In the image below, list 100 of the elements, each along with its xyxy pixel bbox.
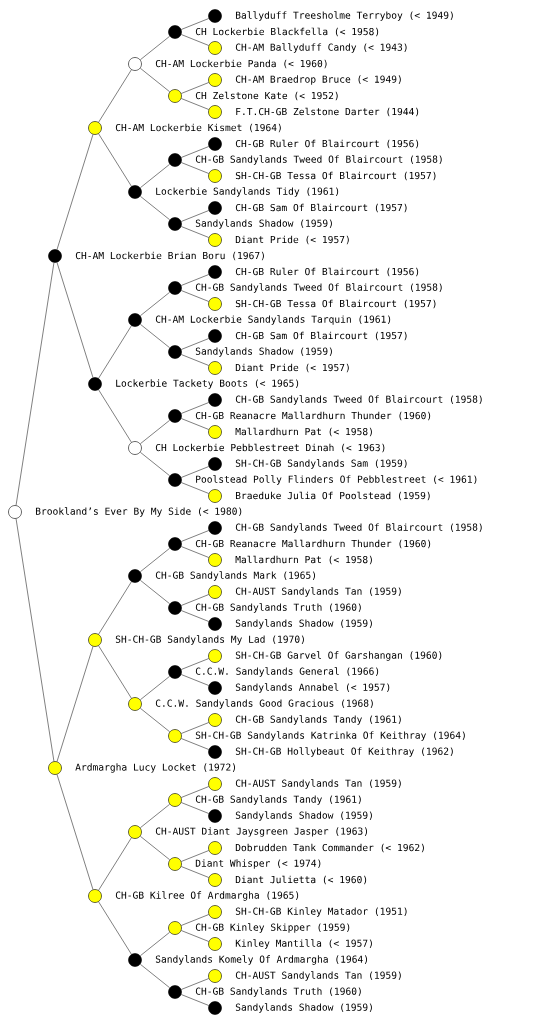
dog-name: Sandylands Shadow (1959): [235, 811, 372, 821]
dog-name: Ballyduff Treesholme Terryboy (< 1949): [236, 11, 453, 21]
dog-name: Kinley Mantilla (< 1957): [235, 939, 372, 949]
dog-name: CH-GB Sandylands Tweed Of Blaircourt (1958): [235, 395, 482, 405]
dog-name: CH-AM Lockerbie Sandylands Tarquin (1961): [155, 315, 391, 325]
connector-line: [140, 452, 170, 476]
connector-line: [181, 914, 209, 926]
dog-name: Sandylands Komely Of Ardmargha (1964): [155, 955, 368, 965]
connector-line: [98, 581, 132, 635]
dog-name: CH-GB Sandylands Truth (1960): [195, 603, 361, 613]
connector-line: [140, 708, 170, 732]
dog-name: Sandylands Shadow (1959): [235, 619, 372, 629]
dog-name: SH-CH-GB Garvel Of Garshangan (1960): [235, 651, 442, 661]
dog-name: CH-GB Sam Of Blaircourt (1957): [235, 331, 407, 341]
dog-name: CH-GB Ruler Of Blaircourt (1956): [235, 267, 419, 277]
connector-line: [56, 646, 94, 762]
connector-line: [181, 738, 209, 750]
dog-name: Sandylands Shadow (1959): [195, 219, 332, 229]
dog-name: CH-GB Sandylands Tweed Of Blaircourt (1958): [195, 155, 442, 165]
connector-line: [181, 978, 209, 990]
dog-name: CH-AM Braedrop Bruce (< 1949): [235, 75, 401, 85]
connector-line: [181, 34, 209, 46]
connector-line: [181, 162, 209, 174]
connector-line: [181, 466, 209, 478]
dog-name: CH-GB Sandylands Tweed Of Blaircourt (1958): [195, 283, 442, 293]
dog-name: CH Zelstone Kate (< 1952): [195, 91, 338, 101]
dog-name: CH-AUST Sandylands Tan (1959): [235, 587, 401, 597]
dog-name: CH-AM Lockerbie Panda (< 1960): [155, 59, 327, 69]
dog-name: Lockerbie Sandylands Tidy (1961): [156, 187, 339, 197]
connector-line: [181, 210, 209, 222]
connector-line: [181, 658, 209, 670]
dog-name: CH-AM Ballyduff Candy (< 1943): [235, 43, 407, 53]
connector-line: [98, 389, 132, 443]
connector-line: [181, 82, 209, 94]
dog-name: Braeduke Julia Of Poolstead (1959): [236, 491, 430, 501]
dog-name: CH-GB Kinley Skipper (1959): [195, 923, 350, 933]
dog-name: CH-GB Sandylands Tandy (1961): [195, 795, 361, 805]
connector-line: [98, 645, 132, 699]
dog-name: CH Lockerbie Pebblestreet Dinah (< 1963): [155, 443, 385, 453]
connector-line: [56, 262, 94, 378]
connector-line: [140, 420, 170, 444]
connector-line: [140, 580, 170, 604]
connector-line: [181, 274, 209, 286]
dog-name: CH-GB Sandylands Mark (1965): [155, 571, 315, 581]
connector-line: [181, 674, 209, 686]
connector-line: [98, 901, 132, 955]
dog-name: Diant Pride (< 1957): [235, 363, 349, 373]
connector-line: [140, 804, 170, 828]
connector-line: [181, 482, 209, 494]
connector-line: [140, 196, 170, 220]
connector-line: [98, 837, 132, 891]
connector-line: [15, 262, 55, 506]
dog-name: CH-AUST Sandylands Tan (1959): [235, 779, 401, 789]
dog-name: Diant Whisper (< 1974): [195, 859, 321, 869]
connector-line: [181, 146, 209, 158]
dog-name: CH-AM Lockerbie Brian Boru (1967): [75, 251, 264, 261]
dog-name: CH-AUST Sandylands Tan (1959): [235, 971, 401, 981]
dog-name: CH-GB Sandylands Truth (1960): [195, 987, 361, 997]
connector-line: [181, 994, 209, 1006]
connector-line: [181, 530, 209, 542]
connector-line: [181, 98, 209, 110]
connector-line: [140, 964, 170, 988]
dog-name: SH-CH-GB Tessa Of Blaircourt (1957): [235, 171, 436, 181]
connector-line: [181, 802, 209, 814]
dog-name: CH-AUST Diant Jaysgreen Jasper (1963): [155, 827, 368, 837]
connector-line: [181, 610, 209, 622]
connector-line: [181, 866, 209, 878]
connector-line: [181, 594, 209, 606]
dog-name: Sandylands Annabel (< 1957): [235, 683, 390, 693]
dog-name: CH-GB Reanacre Mallardhurn Thunder (1960): [195, 411, 431, 421]
dog-name: Lockerbie Tackety Boots (< 1965): [116, 379, 299, 389]
dog-name: CH-GB Sandylands Tandy (1961): [235, 715, 401, 725]
connector-line: [140, 676, 170, 700]
connector-line: [181, 338, 209, 350]
connector-line: [56, 774, 94, 890]
dog-name: Diant Pride (< 1957): [235, 235, 349, 245]
dog-name: C.C.W. Sandylands General (1966): [195, 667, 379, 677]
dog-name: Diant Julietta (< 1960): [235, 875, 367, 885]
dog-name: Poolstead Polly Flinders Of Pebblestreet (< 1961): [196, 475, 477, 485]
connector-line: [98, 325, 132, 379]
dog-name: SH-CH-GB Hollybeaut Of Keithray (1962): [235, 747, 453, 757]
dog-name: F.T.CH-GB Zelstone Darter (1944): [236, 107, 419, 117]
dog-name: Sandylands Shadow (1959): [235, 1003, 372, 1013]
connector-line: [140, 836, 170, 860]
dog-name: CH-AM Lockerbie Kismet (1964): [115, 123, 281, 133]
dog-name: CH-GB Ruler Of Blaircourt (1956): [235, 139, 419, 149]
connector-line: [140, 68, 170, 92]
dog-name: CH Lockerbie Blackfella (< 1958): [195, 27, 379, 37]
connector-line: [181, 930, 209, 942]
dog-name: Ardmargha Lucy Locket (1972): [75, 763, 235, 773]
connector-line: [181, 354, 209, 366]
connector-line: [98, 69, 132, 123]
connector-line: [181, 402, 209, 414]
dog-name: SH-CH-GB Sandylands Katrinka Of Keithray (1964): [195, 731, 465, 741]
dog-name: SH-CH-GB Tessa Of Blaircourt (1957): [235, 299, 436, 309]
connector-line: [15, 518, 55, 762]
connector-line: [181, 546, 209, 558]
connector-line: [181, 850, 209, 862]
dog-name: CH-GB Reanacre Mallardhurn Thunder (1960): [195, 539, 431, 549]
connector-line: [181, 18, 209, 30]
